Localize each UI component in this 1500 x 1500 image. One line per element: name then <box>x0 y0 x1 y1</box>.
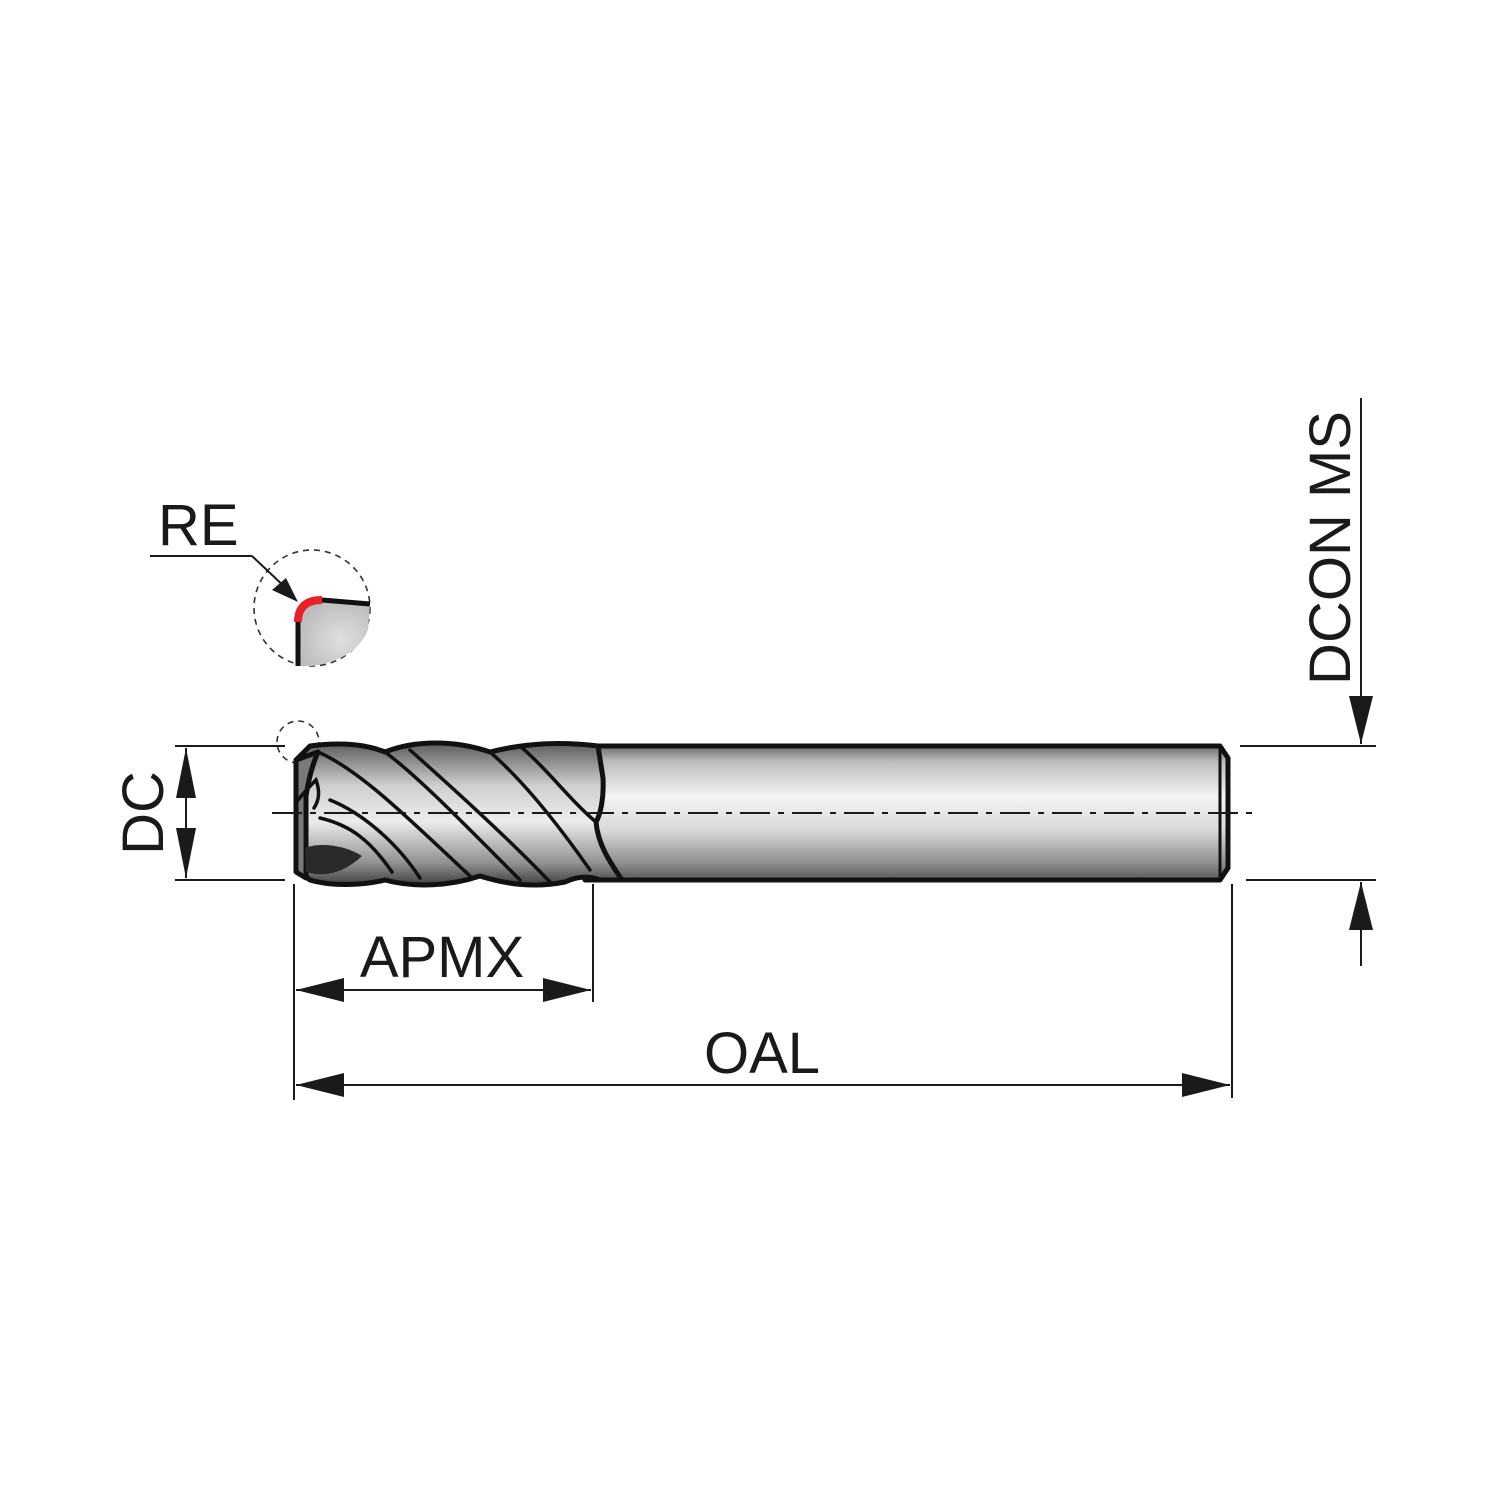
dcon-arrow-top <box>1349 696 1373 744</box>
helix-line-3 <box>408 748 552 884</box>
oal-dimension: OAL <box>296 884 1233 1098</box>
helix-line-1 <box>316 750 472 878</box>
apmx-label: APMX <box>360 925 524 990</box>
helix-line-5 <box>518 744 598 824</box>
dcon-arrow-bottom <box>1349 882 1373 930</box>
tool-flute-section <box>293 740 625 888</box>
oal-label: OAL <box>704 1021 820 1086</box>
helix-line-4 <box>488 750 592 872</box>
corner-radius-detail: RE <box>150 493 371 667</box>
re-label: RE <box>158 493 239 558</box>
corner-radius-highlight <box>294 596 323 623</box>
tip-upper-lip <box>296 776 321 810</box>
helix-line-2 <box>383 750 522 882</box>
re-leader-arrowhead <box>272 578 298 602</box>
helix-line-6 <box>318 816 394 874</box>
tip-dark-flute <box>305 844 362 875</box>
dc-label: DC <box>111 771 176 855</box>
oal-arrow-right <box>1182 1073 1230 1097</box>
detail-horizontal-edge <box>321 597 371 607</box>
apmx-arrow-right <box>543 978 591 1002</box>
helix-line-7 <box>328 798 422 880</box>
apmx-arrow-left <box>296 978 344 1002</box>
dc-dimension: DC <box>111 745 285 881</box>
dc-arrow-bottom <box>176 828 196 878</box>
dcon-ms-dimension: DCON MS <box>1240 398 1376 966</box>
detail-corner-fill <box>298 600 370 666</box>
dc-arrow-top <box>176 748 196 798</box>
oal-arrow-left <box>296 1073 344 1097</box>
corner-reference-circle <box>276 720 320 764</box>
apmx-dimension: APMX <box>293 884 594 1100</box>
dcon-ms-label: DCON MS <box>1298 411 1363 685</box>
